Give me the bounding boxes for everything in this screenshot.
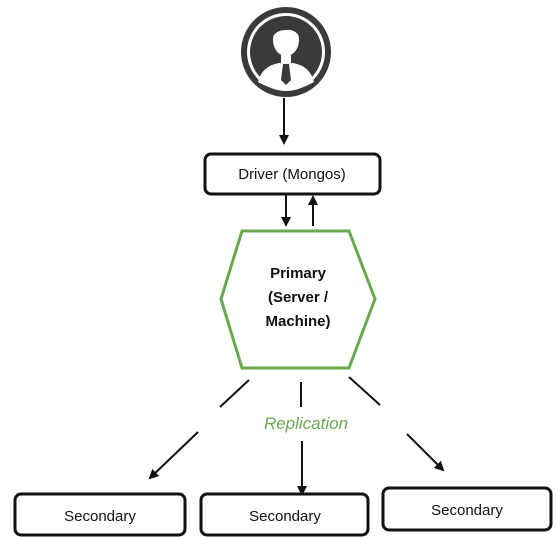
secondary-node-right: Secondary — [381, 486, 553, 532]
replication-line-left-upper — [219, 379, 250, 408]
user-avatar-icon — [241, 7, 331, 97]
driver-node: Driver (Mongos) — [203, 152, 382, 196]
primary-node: Primary (Server / Machine) — [219, 229, 377, 370]
primary-label-line3: Machine) — [265, 313, 330, 330]
driver-label: Driver (Mongos) — [238, 166, 346, 183]
replication-arrow-left — [148, 431, 199, 480]
secondary-label-left: Secondary — [64, 508, 136, 525]
replication-arrow-right — [406, 433, 445, 472]
replication-line-right-upper — [348, 376, 381, 406]
secondary-node-left: Secondary — [13, 492, 187, 537]
secondary-node-center: Secondary — [199, 492, 370, 537]
primary-label-line2: (Server / — [268, 289, 329, 306]
secondary-label-right: Secondary — [431, 502, 503, 519]
secondary-label-center: Secondary — [249, 508, 321, 525]
primary-label-line1: Primary — [270, 265, 327, 282]
replication-label: Replication — [264, 414, 348, 433]
